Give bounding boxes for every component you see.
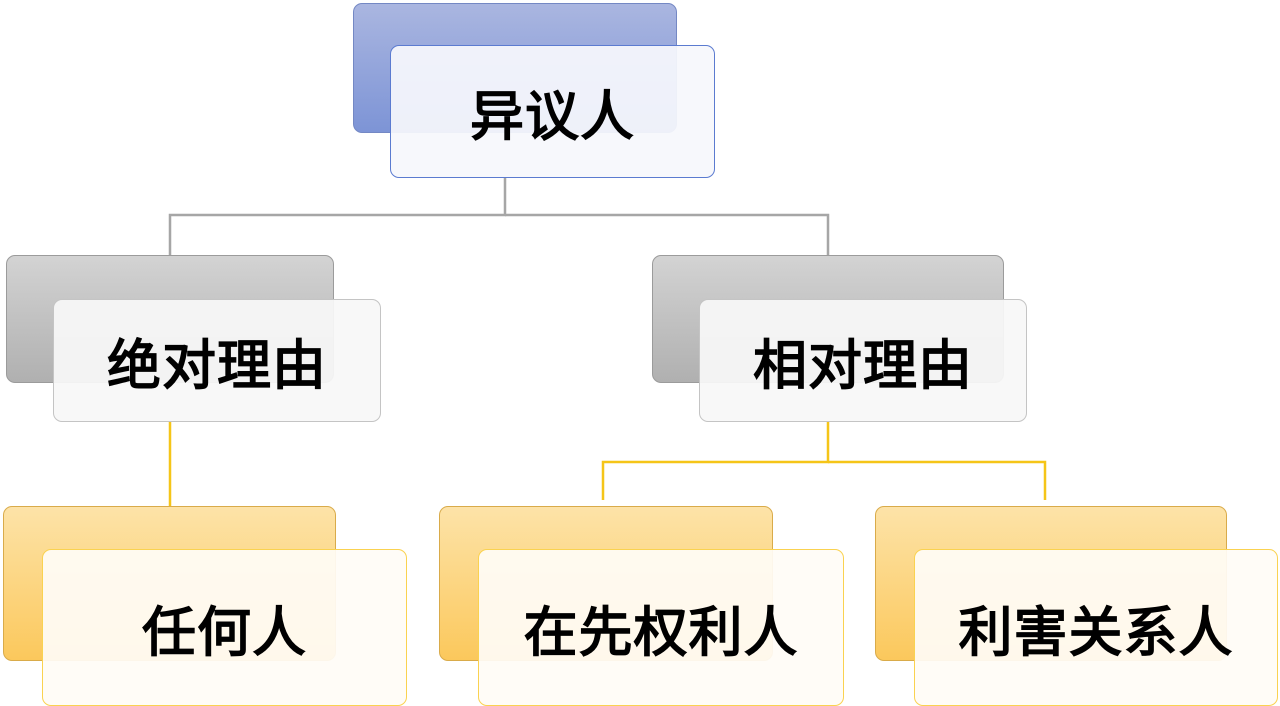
node-prior-right-holder-label: 在先权利人: [478, 549, 844, 706]
node-relative-grounds-label: 相对理由: [699, 299, 1027, 422]
node-objector-label: 异议人: [390, 45, 715, 178]
connector-root-to-level1: [168, 178, 507, 255]
node-interested-party-label: 利害关系人: [914, 549, 1278, 706]
node-absolute-grounds-label: 绝对理由: [53, 299, 381, 422]
connector-relative-to-children: [601, 421, 830, 500]
node-anyone-label: 任何人: [42, 549, 407, 706]
connector-relative-to-interested: [828, 460, 1047, 500]
connector-root-to-relative: [505, 213, 830, 255]
